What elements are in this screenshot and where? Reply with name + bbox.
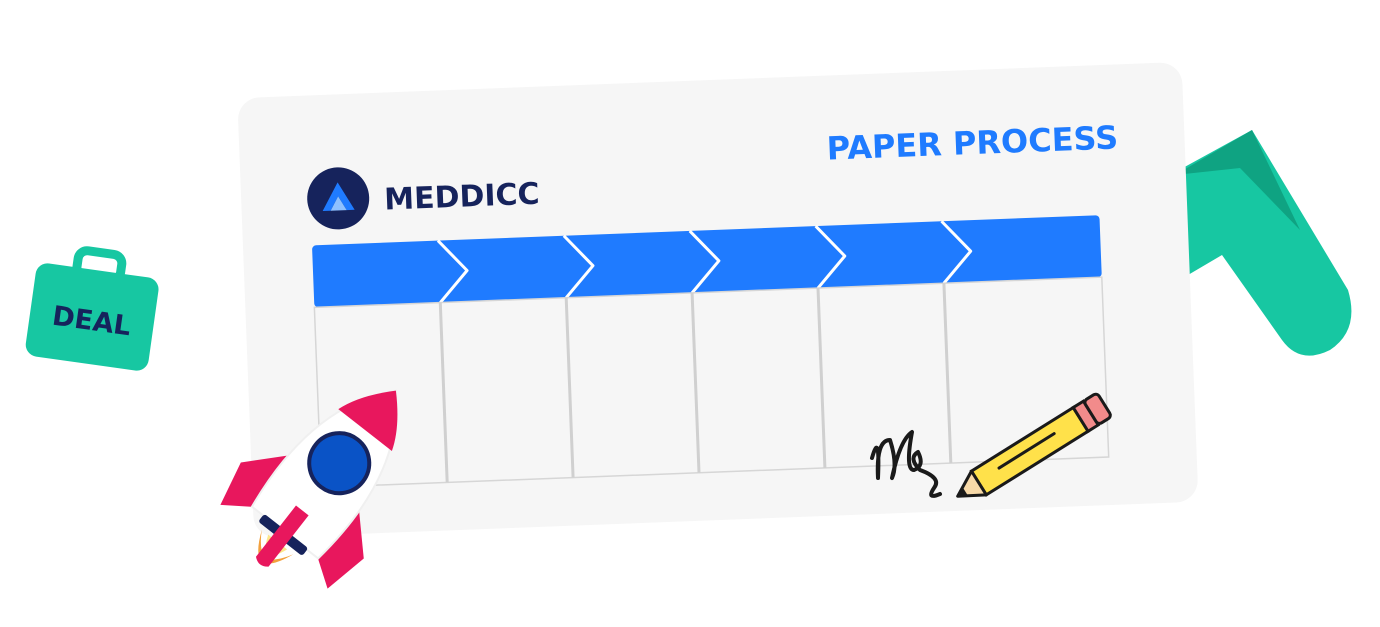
rocket-fin-center — [255, 505, 309, 567]
briefcase-icon — [25, 263, 159, 371]
stage-divider — [816, 287, 827, 468]
deal-badge: DEAL — [25, 246, 159, 371]
rocket-icon — [220, 389, 398, 589]
stage-divider — [564, 297, 575, 478]
pencil-tip — [956, 469, 988, 498]
stage-chevron-4 — [814, 225, 847, 290]
green-arrow-shape — [1170, 130, 1352, 356]
pencil-lead — [957, 487, 968, 497]
stage-divider — [942, 283, 953, 464]
stage-columns — [313, 276, 1110, 489]
pencil-highlight — [997, 432, 1056, 470]
rocket-window — [307, 431, 372, 496]
stage-chevron-5 — [940, 220, 973, 285]
rocket-nose — [338, 390, 398, 452]
stage-chevron-2 — [562, 234, 595, 299]
brand-name: MEDDICC — [384, 177, 541, 218]
meddicc-logo — [307, 167, 370, 230]
paper-process-card: MEDDICC PAPER PROCESS — [238, 62, 1198, 538]
pencil-icon — [956, 392, 1112, 498]
pencil-eraser — [1083, 392, 1112, 425]
stage-divider — [438, 302, 449, 483]
stage-chevron-1 — [436, 239, 469, 304]
stage-chevron-3 — [688, 229, 721, 294]
signature-scribble-icon — [870, 430, 942, 498]
stage-divider — [690, 292, 701, 473]
